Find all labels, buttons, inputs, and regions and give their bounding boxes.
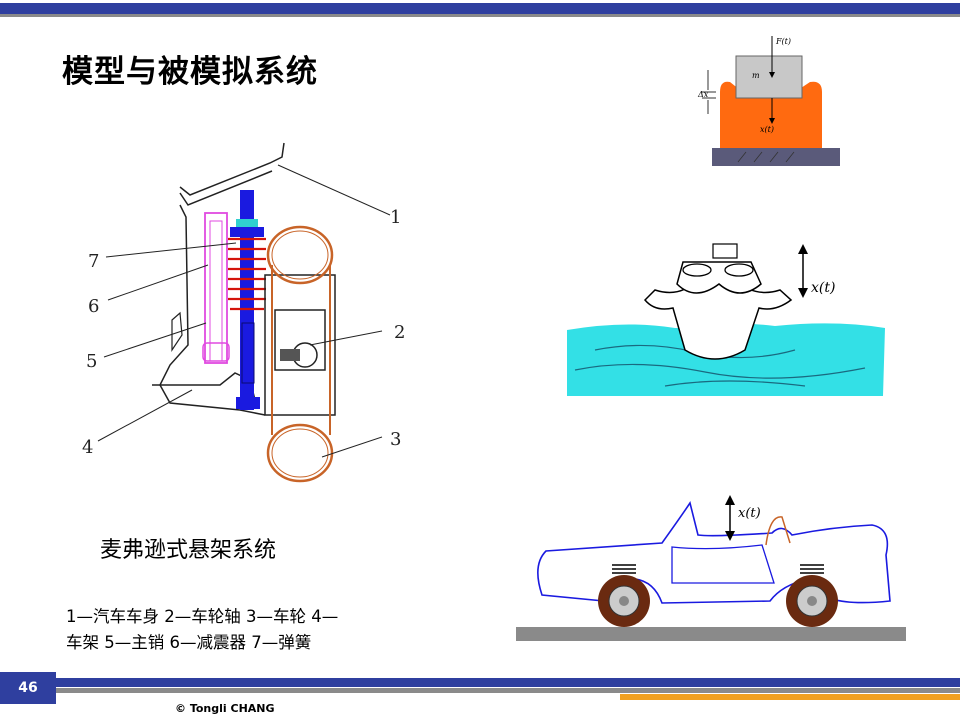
callout-7: 7 xyxy=(88,251,99,272)
boat-displacement-label: x(t) xyxy=(811,280,835,296)
top-bar-blue xyxy=(0,3,960,14)
legend: 1—汽车车身 2—车轮轴 3—车轮 4— 车架 5—主销 6—减震器 7—弹簧 xyxy=(66,604,446,656)
legend-line-2: 车架 5—主销 6—减震器 7—弹簧 xyxy=(66,633,312,652)
car-displacement-label: x(t) xyxy=(738,506,761,521)
callout-2: 2 xyxy=(394,322,405,343)
callout-6: 6 xyxy=(88,296,99,317)
slide-title: 模型与被模拟系统 xyxy=(62,54,318,90)
model-mass-label: m xyxy=(752,71,760,80)
mass-spring-model: F(t) m Δx x(t) xyxy=(697,36,840,166)
car-illustration: x(t) xyxy=(516,495,906,641)
front-wheel xyxy=(598,575,650,627)
callout-5: 5 xyxy=(86,351,97,372)
callout-4: 4 xyxy=(82,437,93,458)
page-number: 46 xyxy=(0,672,56,704)
boat-illustration: x(t) xyxy=(567,243,885,396)
top-bar xyxy=(0,0,960,20)
rear-wheel xyxy=(786,575,838,627)
top-bar-gray xyxy=(0,14,960,17)
copyright: © Tongli CHANG xyxy=(175,702,275,715)
legend-line-1: 1—汽车车身 2—车轮轴 3—车轮 4— xyxy=(66,607,339,626)
diagram-caption: 麦弗逊式悬架系统 xyxy=(100,538,277,563)
model-delta-label: Δx xyxy=(697,90,709,99)
model-force-label: F(t) xyxy=(775,37,791,46)
callout-3: 3 xyxy=(390,429,401,450)
mcpherson-diagram: 1 2 3 4 5 6 7 xyxy=(82,142,405,483)
model-disp-label: x(t) xyxy=(760,125,774,134)
footer-bars xyxy=(56,678,960,700)
callout-1: 1 xyxy=(390,207,401,228)
